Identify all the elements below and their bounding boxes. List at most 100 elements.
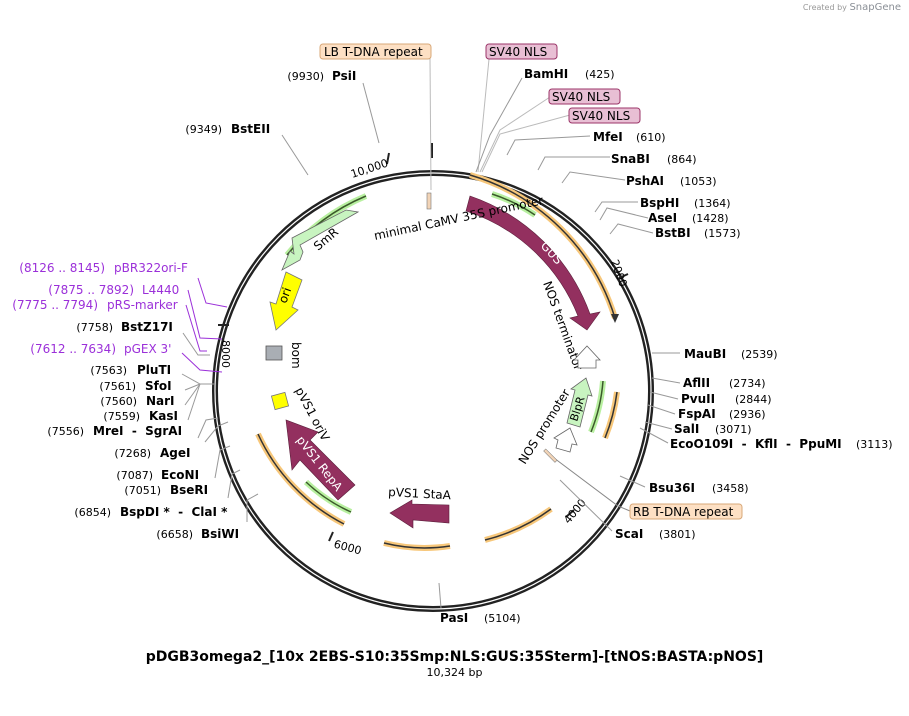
enzyme-sfoi[interactable]: (7561)SfoI xyxy=(99,379,171,393)
minimal-camv-marker xyxy=(426,192,432,210)
nos-terminator-arrow[interactable] xyxy=(573,345,601,369)
enzyme-mfei[interactable]: MfeI (610) xyxy=(593,130,666,144)
svg-text:(1428): (1428) xyxy=(692,212,729,225)
sv40-nls-label-2: SV40 NLS xyxy=(552,90,610,104)
enzyme-bsiwi[interactable]: (6658)BsiWI xyxy=(156,527,239,541)
svg-text:MauBI: MauBI xyxy=(684,347,726,361)
enzyme-econi[interactable]: (7087)EcoNI xyxy=(116,468,199,482)
svg-text:SnaBI: SnaBI xyxy=(611,152,650,166)
enzyme-scai[interactable]: ScaI(3801) xyxy=(615,527,696,541)
svg-text:(3071): (3071) xyxy=(715,423,752,436)
svg-text:FspAI: FspAI xyxy=(678,407,716,421)
svg-text:pBR322ori-F: pBR322ori-F xyxy=(114,261,188,275)
tick-2000: 2000 xyxy=(608,258,630,289)
svg-text:PshAI: PshAI xyxy=(626,174,664,188)
svg-text:(5104): (5104) xyxy=(484,612,521,625)
svg-text:BspDI * - ClaI *: BspDI * - ClaI * xyxy=(120,505,228,519)
enzyme-bsteii[interactable]: (9349)BstEII xyxy=(185,122,270,136)
enzyme-pluti[interactable]: (7563)PluTI xyxy=(90,363,171,377)
rb-tdna-box[interactable]: RB T-DNA repeat xyxy=(549,454,743,520)
enzyme-bstbi[interactable]: BstBI (1573) xyxy=(655,226,741,240)
enzyme-nari[interactable]: (7560)NarI xyxy=(100,394,174,408)
enzyme-pshai[interactable]: PshAI (1053) xyxy=(626,174,717,188)
svg-text:AseI: AseI xyxy=(648,211,677,225)
sv40-nls-label-1: SV40 NLS xyxy=(489,45,547,59)
enzyme-mrei-sgrai[interactable]: (7556)MreI - SgrAI xyxy=(47,424,182,438)
tick-8000: 8000 xyxy=(219,340,232,368)
svg-text:PvuII: PvuII xyxy=(681,392,715,406)
nos-promoter-marker xyxy=(543,448,558,463)
svg-text:(7775 .. 7794): (7775 .. 7794) xyxy=(12,298,98,312)
primer-leaders xyxy=(181,277,228,373)
enzyme-fspai[interactable]: FspAI (2936) xyxy=(678,407,766,421)
nos-promoter-label: NOS promoter xyxy=(516,387,573,467)
sv40-nls-box-3[interactable]: SV40 NLS xyxy=(481,107,641,173)
enzyme-kasi[interactable]: (7559)KasI xyxy=(103,409,178,423)
enzyme-labels-right: BamHI (425) MfeI (610) SnaBI(864) PshAI (10… xyxy=(440,67,893,625)
svg-text:(2936): (2936) xyxy=(729,408,766,421)
lb-tdna-box[interactable]: LB T-DNA repeat xyxy=(319,43,432,191)
sv40-nls-label-3: SV40 NLS xyxy=(572,109,630,123)
svg-text:(6658): (6658) xyxy=(156,528,193,541)
sv40-nls-box-1[interactable]: SV40 NLS xyxy=(477,43,558,173)
enzyme-bsu36i[interactable]: Bsu36I(3458) xyxy=(649,481,749,495)
svg-text:(1053): (1053) xyxy=(680,175,717,188)
svg-text:(8126 .. 8145): (8126 .. 8145) xyxy=(19,261,105,275)
svg-text:(3801): (3801) xyxy=(659,528,696,541)
svg-text:AgeI: AgeI xyxy=(160,446,190,460)
svg-text:pGEX 3': pGEX 3' xyxy=(124,342,171,356)
svg-text:EcoO109I - KflI - PpuMI: EcoO109I - KflI - PpuMI xyxy=(670,437,842,451)
svg-text:(7561): (7561) xyxy=(99,380,136,393)
primer-pbr322ori-f[interactable]: (8126 .. 8145) pBR322ori-F xyxy=(19,261,188,275)
svg-text:(7559): (7559) xyxy=(103,410,140,423)
enzyme-aflii[interactable]: AflII(2734) xyxy=(683,376,766,390)
svg-text:MfeI: MfeI xyxy=(593,130,623,144)
svg-text:BstBI: BstBI xyxy=(655,226,691,240)
svg-text:Bsu36I: Bsu36I xyxy=(649,481,695,495)
svg-text:MreI - SgrAI: MreI - SgrAI xyxy=(93,424,182,438)
enzyme-bstz17i[interactable]: (7758)BstZ17I xyxy=(76,320,172,334)
svg-text:(9930): (9930) xyxy=(287,70,324,83)
svg-text:(610): (610) xyxy=(636,131,666,144)
enzyme-ecoo109i-kfli-ppumi[interactable]: EcoO109I - KflI - PpuMI(3113) xyxy=(670,437,893,451)
sv40-nls-box-2[interactable]: SV40 NLS xyxy=(479,88,621,173)
enzyme-bseri[interactable]: (7051)BseRI xyxy=(124,483,208,497)
svg-text:BamHI: BamHI xyxy=(524,67,568,81)
pvs1-staa-feature[interactable]: pVS1 StaA xyxy=(388,485,452,529)
plasmid-title: pDGB3omega2_[10x 2EBS-S10:35Smp:NLS:GUS:… xyxy=(145,649,764,665)
enzyme-sali[interactable]: SalI(3071) xyxy=(674,422,752,436)
svg-text:(1573): (1573) xyxy=(704,227,741,240)
nos-promoter-arrow[interactable] xyxy=(553,427,578,453)
bom-feature[interactable]: bom xyxy=(265,342,303,369)
enzyme-snabi[interactable]: SnaBI(864) xyxy=(611,152,697,166)
enzyme-bamhi[interactable]: BamHI (425) xyxy=(524,67,615,81)
enzyme-bspdi-clai[interactable]: (6854)BspDI * - ClaI * xyxy=(74,505,228,519)
primer-pgex3[interactable]: (7612 .. 7634) pGEX 3' xyxy=(30,342,171,356)
svg-text:(7612 .. 7634): (7612 .. 7634) xyxy=(30,342,116,356)
bom-label: bom xyxy=(289,342,303,369)
enzyme-agei[interactable]: (7268) AgeI xyxy=(114,446,190,460)
svg-text:(7268): (7268) xyxy=(114,447,151,460)
enzyme-pasi[interactable]: PasI(5104) xyxy=(440,611,521,625)
plasmid-length: 10,324 bp xyxy=(426,666,483,679)
blpr-feature[interactable]: BlpR xyxy=(566,377,593,428)
svg-text:EcoNI: EcoNI xyxy=(161,468,199,482)
enzyme-bsphi[interactable]: BspHI(1364) xyxy=(640,196,731,210)
svg-text:(7875 .. 7892): (7875 .. 7892) xyxy=(48,283,134,297)
primer-prs-marker[interactable]: (7775 .. 7794)pRS-marker xyxy=(12,298,177,312)
svg-text:BstEII: BstEII xyxy=(231,122,270,136)
svg-text:AflII: AflII xyxy=(683,376,710,390)
credit-prefix: Created by xyxy=(802,3,847,12)
enzyme-leaders-left xyxy=(181,82,380,522)
svg-text:(425): (425) xyxy=(585,68,615,81)
lb-tdna-label: LB T-DNA repeat xyxy=(324,45,423,59)
enzyme-asei[interactable]: AseI (1428) xyxy=(648,211,729,225)
enzyme-psii[interactable]: (9930)PsiI xyxy=(287,69,356,83)
enzyme-pvuii[interactable]: PvuII(2844) xyxy=(681,392,772,406)
rb-tdna-label: RB T-DNA repeat xyxy=(633,505,734,519)
primer-l4440[interactable]: (7875 .. 7892)L4440 xyxy=(48,283,179,297)
ori-feature[interactable]: ori xyxy=(269,271,303,331)
svg-text:BspHI: BspHI xyxy=(640,196,679,210)
enzyme-maubi[interactable]: MauBI(2539) xyxy=(684,347,778,361)
